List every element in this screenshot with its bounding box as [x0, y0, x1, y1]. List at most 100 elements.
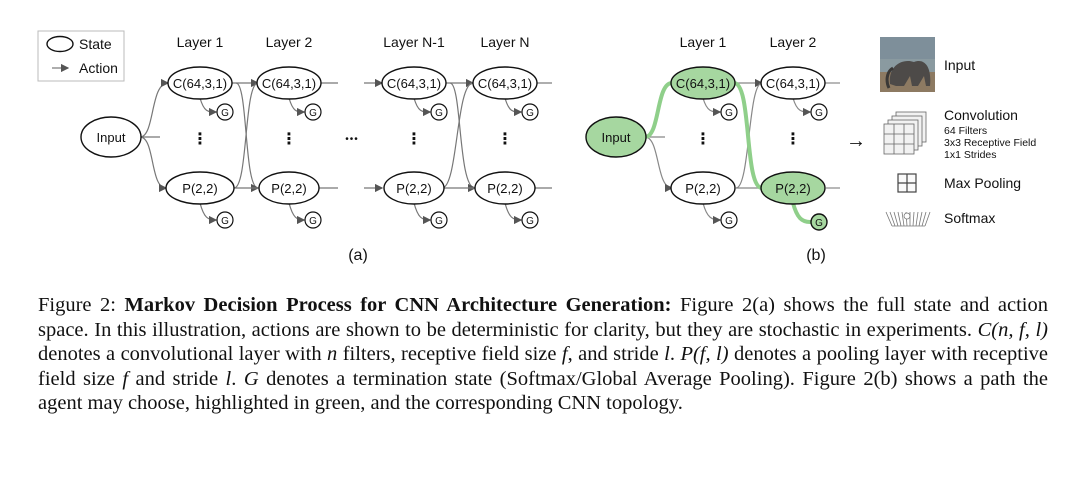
panel-b-conv-label-layer-2: C(64,3,1) — [766, 76, 820, 91]
panel-b-terminal-label: G — [725, 216, 733, 227]
panel-b-label: (b) — [806, 247, 826, 264]
topology-softmax-label: Softmax — [944, 210, 995, 226]
panel-a-terminal-label: G — [309, 108, 317, 119]
panel-a: Layer 1 Layer 2 Layer N-1 Layer N — [80, 34, 552, 264]
panel-a-terminal-label: G — [526, 108, 534, 119]
caption-text-3: filters, receptive field size — [337, 343, 562, 366]
caption-text-7: and stride — [128, 367, 226, 390]
legend-state-label: State — [79, 36, 112, 52]
topology-conv-filters: 64 Filters — [944, 125, 987, 137]
legend: State Action — [37, 30, 125, 82]
convolution-stack-icon — [883, 111, 927, 155]
panel-a-pool-label-layer-1: P(2,2) — [182, 181, 217, 196]
panel-b-terminal-node — [810, 103, 828, 121]
panel-a-label: (a) — [348, 247, 368, 264]
panel-a-conv-label-layer-n-1: C(64,3,1) — [387, 76, 441, 91]
panel-b-conv-node-layer-2 — [760, 66, 826, 100]
panel-b-conv-label-layer-1: C(64,3,1) — [676, 76, 730, 91]
panel-a-header-layer-n-1: Layer N-1 — [383, 34, 445, 50]
caption-l-symbol-2: l — [225, 367, 232, 390]
panel-a-terminal-label: G — [435, 216, 443, 227]
panel-b-pool-label-layer-2: P(2,2) — [775, 181, 810, 196]
panel-a-vertical-ellipsis: ⋮ — [281, 131, 297, 148]
panel-b-terminal-node-selected — [810, 213, 828, 231]
legend-box — [37, 30, 125, 82]
caption-p-args: (f, l) — [692, 343, 729, 366]
panel-a-conv-node-layer-1 — [167, 66, 233, 100]
panel-a-header-layer-2: Layer 2 — [266, 34, 313, 50]
panel-a-terminal-label: G — [309, 216, 317, 227]
caption-p-symbol: P — [680, 343, 693, 366]
panel-a-terminal-label: G — [221, 108, 229, 119]
panel-a-conv-label-layer-2: C(64,3,1) — [262, 76, 316, 91]
panel-b-header-layer-1: Layer 1 — [680, 34, 727, 50]
caption-text-1: Figure 2(a) shows the full state and act… — [38, 294, 1048, 341]
panel-a-conv-label-layer-n: C(64,3,1) — [478, 76, 532, 91]
caption-text-5: . — [669, 343, 681, 366]
panel-a-terminal-node — [216, 103, 234, 121]
caption-text-8: . — [231, 367, 244, 390]
panel-b-pool-node-layer-2 — [760, 171, 826, 205]
panel-a-pool-node-layer-2 — [258, 171, 320, 205]
panel-a-terminal-node — [521, 103, 539, 121]
panel-a-conv-node-layer-n-1 — [381, 66, 447, 100]
panel-a-conv-node-layer-2 — [256, 66, 322, 100]
panel-b-terminal-label-selected: G — [815, 218, 823, 229]
panel-a-terminal-label: G — [435, 108, 443, 119]
panel-a-header-layer-n: Layer N — [480, 34, 529, 50]
caption-prefix: Figure 2: — [38, 294, 125, 316]
panel-b-terminal-node — [720, 211, 738, 229]
panel-a-pool-label-layer-2: P(2,2) — [271, 181, 306, 196]
panel-a-vertical-ellipsis: ⋮ — [406, 131, 422, 148]
panel-a-header-layer-1: Layer 1 — [177, 34, 224, 50]
legend-action-label: Action — [79, 60, 118, 76]
topology-conv-strides: 1x1 Strides — [944, 149, 997, 161]
topology: → Input Convolution 64 Filters 3x3 Recep… — [846, 37, 1036, 227]
panel-b-input-label: Input — [602, 130, 631, 145]
panel-b-vertical-ellipsis: ⋮ — [785, 131, 801, 148]
panel-b-input-node — [585, 116, 647, 158]
caption-text-9: denotes a termination state (Softmax/Glo… — [38, 367, 1048, 415]
panel-b-terminal-label: G — [815, 108, 823, 119]
topology-conv-title: Convolution — [944, 107, 1018, 123]
panel-a-conv-node-layer-n — [472, 66, 538, 100]
panel-a-input-node — [80, 116, 142, 158]
caption-text-4: , and stride — [567, 343, 665, 366]
panel-a-terminal-label: G — [221, 216, 229, 227]
panel-a-pool-node-layer-n — [474, 171, 536, 205]
panel-b-vertical-ellipsis: ⋮ — [695, 131, 711, 148]
panel-a-pool-node-layer-n-1 — [383, 171, 445, 205]
topology-conv-field: 3x3 Receptive Field — [944, 137, 1036, 149]
panel-a-input-label: Input — [97, 130, 126, 145]
panel-a-terminal-node — [304, 211, 322, 229]
panel-a-horizontal-ellipsis: ••• — [345, 134, 359, 145]
topology-input-label: Input — [944, 57, 975, 73]
caption-title: Markov Decision Process for CNN Architec… — [124, 294, 672, 316]
caption-text-2: denotes a convolutional layer with — [38, 343, 328, 366]
panel-a-pool-label-layer-n-1: P(2,2) — [396, 181, 431, 196]
softmax-icon — [885, 211, 931, 227]
figure-caption: Figure 2: Markov Decision Process for CN… — [38, 293, 1048, 416]
panel-a-edges — [139, 78, 552, 225]
panel-a-conv-label-layer-1: C(64,3,1) — [173, 76, 227, 91]
panel-b-terminal-label: G — [725, 108, 733, 119]
caption-text-6: denotes a pooling layer with receptive f… — [38, 343, 1049, 390]
panel-a-vertical-ellipsis: ⋮ — [497, 131, 513, 148]
input-image-icon — [880, 37, 935, 92]
caption-f-symbol-2: f — [122, 367, 129, 390]
panel-a-terminal-node — [521, 211, 539, 229]
panel-b-header-layer-2: Layer 2 — [770, 34, 817, 50]
panel-a-pool-label-layer-n: P(2,2) — [487, 181, 522, 196]
panel-b-conv-node-layer-1 — [670, 66, 736, 100]
panel-a-pool-node-layer-1 — [165, 171, 235, 205]
panel-a-terminal-label: G — [526, 216, 534, 227]
panel-a-terminal-node — [216, 211, 234, 229]
panel-a-terminal-nodes: G G G G G G G G — [216, 103, 539, 229]
panel-b: Layer 1 Layer 2 Input C(64,3,1) C( — [585, 34, 840, 264]
caption-f-symbol: f — [561, 343, 568, 366]
topology-arrow-icon: → — [846, 130, 866, 152]
legend-state-icon — [46, 35, 74, 53]
panel-b-pool-label-layer-1: P(2,2) — [685, 181, 720, 196]
panel-a-terminal-node — [430, 211, 448, 229]
